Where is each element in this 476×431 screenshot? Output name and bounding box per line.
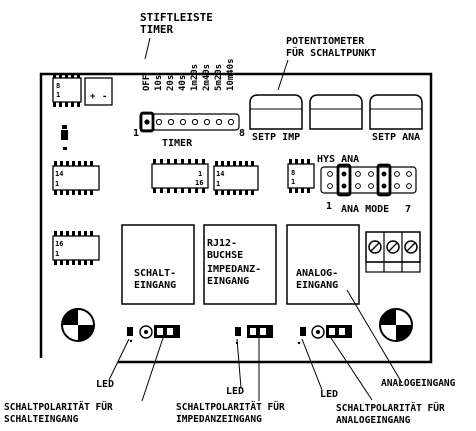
ana-mode-jumper-2 <box>376 163 392 197</box>
chip-middle-pin14: 14 <box>216 170 224 178</box>
capacitor-box <box>84 77 113 106</box>
timer-chip-label: TIMER <box>162 138 193 149</box>
timer-header-frame <box>139 113 240 131</box>
chip-timer-16pin: 1 16 <box>151 159 209 193</box>
timer-pin-1 <box>144 119 150 125</box>
chip-right-pin8: 8 <box>291 169 295 177</box>
chip-timer-pin1: 1 <box>198 170 202 178</box>
capacitor-plus: + <box>90 92 96 102</box>
timer-pin-7 <box>215 118 223 126</box>
timer-option-20s: 20s <box>166 75 176 91</box>
schaltpolaritaet-schalt-line2: SCHALTEINGANG <box>4 414 79 425</box>
potentiometer-label: POTENTIOMETER <box>286 36 365 47</box>
chip-right-8pin: 8 1 <box>287 159 315 193</box>
timer-pin-5 <box>191 118 199 126</box>
schaltpolaritaet-impedanz-line1: SCHALTPOLARITÄT FÜR <box>176 402 285 413</box>
schaltpolaritaet-impedanz-line2: IMPEDANZEINGANG <box>176 414 262 425</box>
setp-ana-label: SETP ANA <box>372 132 420 143</box>
timer-option-5m20s: 5m20s <box>214 64 224 91</box>
chip-right-pin1: 1 <box>291 178 295 186</box>
chip-top-left-pin1: 1 <box>56 91 60 99</box>
schaltpolaritaet-analog-line2: ANALOGEINGANG <box>336 415 411 426</box>
chip-left-16-pin1: 1 <box>55 250 59 258</box>
stiftleiste-label: STIFTLEISTE <box>140 11 213 24</box>
timer-option-40s: 40s <box>178 75 188 91</box>
chip-middle-14pin: 14 1 <box>213 161 259 195</box>
timer-jumper <box>139 111 155 133</box>
chip-left-14-pin14: 14 <box>55 170 63 178</box>
chip-left-16-pin16: 16 <box>55 240 63 248</box>
timer-pin-first-label: 1 <box>133 128 139 139</box>
small-component-c <box>63 147 67 150</box>
timer-option-2m40s: 2m40s <box>202 64 212 91</box>
led-schalt <box>127 327 133 336</box>
ana-mode-first-label: 1 <box>326 201 332 212</box>
rj12-line2: BUCHSE <box>207 250 243 261</box>
potentiometer-setp-imp <box>249 94 303 130</box>
timer-pin-3 <box>167 118 175 126</box>
impedanz-line1: IMPEDANZ- <box>207 264 261 275</box>
ana-mode-pin-header <box>320 163 417 197</box>
timer-pin-header <box>139 111 240 133</box>
timer-pin-last-label: 8 <box>239 128 245 139</box>
rj12-line1: RJ12- <box>207 238 237 249</box>
callout-leaders <box>108 289 403 402</box>
schaltpolaritaet-schalt-line1: SCHALTPOLARITÄT FÜR <box>4 402 113 413</box>
timer-pin-2 <box>155 118 163 126</box>
mounting-mark-left-icon <box>61 308 95 342</box>
timer-pin-6 <box>203 118 211 126</box>
screw-icon-2 <box>386 240 400 254</box>
impedanzeingang-box: RJ12- BUCHSE IMPEDANZ- EINGANG <box>203 224 277 305</box>
small-component-b <box>61 130 68 140</box>
schalteingang-box: SCHALT- EINGANG <box>121 224 195 305</box>
potentiometer-middle <box>309 94 363 130</box>
analogeingang-box: ANALOG- EINGANG <box>286 224 360 305</box>
ana-mode-last-label: 7 <box>405 204 411 215</box>
ana-mode-label: ANA MODE <box>341 204 389 215</box>
timer-option-off: OFF <box>142 75 152 91</box>
led-impedanz <box>235 327 241 336</box>
schalteingang-line1: SCHALT- <box>134 268 176 279</box>
potentiometer-setp-ana <box>369 94 423 130</box>
ana-mode-header-frame <box>320 166 417 194</box>
mounting-mark-right-icon <box>379 308 413 342</box>
analogeingang-line2: EINGANG <box>296 280 338 291</box>
board-outline <box>39 72 433 364</box>
led-label-impedanz: LED <box>226 386 244 397</box>
screw-terminal-block <box>365 231 421 273</box>
fuer-schaltpunkt-label: FÜR SCHALTPUNKT <box>286 45 376 59</box>
led-label-schalt: LED <box>96 379 114 390</box>
chip-middle-pin1: 1 <box>216 180 220 188</box>
timer-pin-8 <box>227 118 235 126</box>
impedanz-line2: EINGANG <box>207 276 249 287</box>
chip-top-left-pin8: 8 <box>56 82 60 90</box>
schaltpolaritaet-analog-line1: SCHALTPOLARITÄT FÜR <box>336 403 445 414</box>
chip-left-16pin: 16 1 <box>52 231 100 265</box>
setp-imp-label: SETP IMP <box>252 132 300 143</box>
ana-mode-jumper-1 <box>336 163 352 197</box>
chip-left-14pin: 14 1 <box>52 161 100 195</box>
led-analog <box>300 327 306 336</box>
led-label-analog: LED <box>320 389 338 400</box>
analogeingang-line1: ANALOG- <box>296 268 338 279</box>
schalteingang-line2: EINGANG <box>134 280 176 291</box>
screw-icon-3 <box>404 240 418 254</box>
chip-left-14-pin1: 1 <box>55 180 59 188</box>
capacitor-minus: - <box>102 92 107 102</box>
timer-header-label: TIMER <box>140 23 173 36</box>
timer-option-1m20s: 1m20s <box>190 64 200 91</box>
chip-timer-pin16: 16 <box>195 179 203 187</box>
timer-pin-4 <box>179 118 187 126</box>
timer-option-10s: 10s <box>154 75 164 91</box>
screw-icon-1 <box>368 240 382 254</box>
stiftleiste-leader <box>144 37 151 60</box>
analogeingang-callout: ANALOGEINGANG <box>381 378 456 389</box>
hys-ana-label: HYS ANA <box>317 154 359 165</box>
small-component-a <box>62 125 67 129</box>
chip-top-left: 8 1 <box>52 73 82 107</box>
